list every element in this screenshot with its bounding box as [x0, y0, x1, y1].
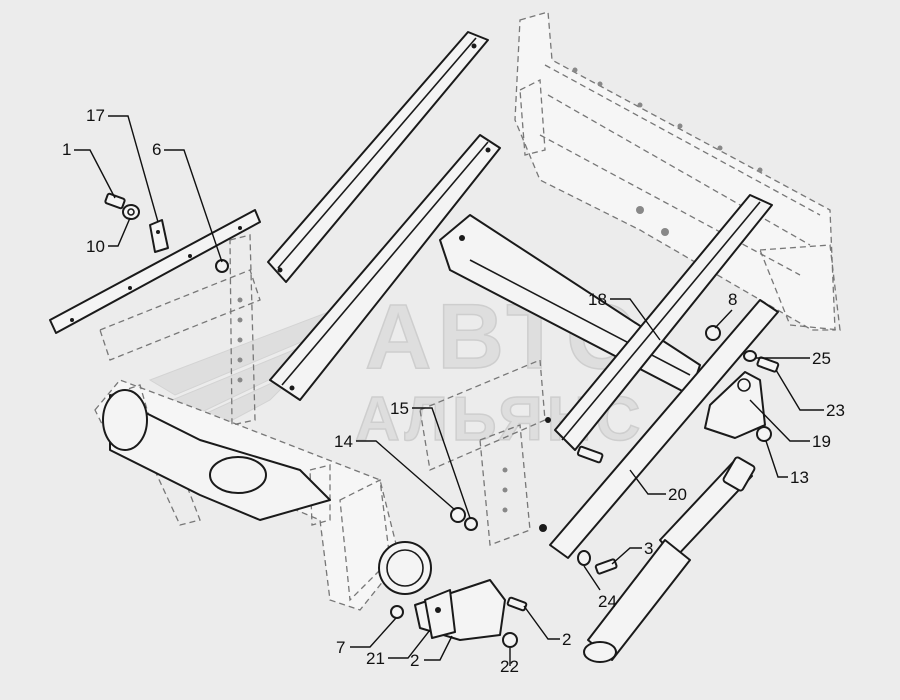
callout-1: 1 — [62, 140, 116, 199]
callout-18: 18 — [588, 290, 661, 341]
ghost-frame-right — [514, 11, 841, 331]
callout-8: 8 — [714, 290, 737, 329]
callout-14: 14 — [334, 432, 456, 511]
angle-rail-lower — [269, 134, 501, 401]
bolt-23 — [743, 350, 780, 373]
callout-label: 14 — [334, 432, 353, 451]
callout-24: 24 — [583, 565, 617, 611]
callout-label: 23 — [826, 401, 845, 420]
cross-tube — [102, 389, 432, 595]
callout-23: 23 — [775, 369, 845, 420]
mounting-strip — [49, 209, 261, 334]
small-bracket — [149, 219, 169, 253]
nut-13 — [756, 426, 772, 442]
callout-13: 13 — [765, 440, 809, 487]
callout-2-right: 2 — [523, 605, 571, 649]
callout-25: 25 — [756, 349, 831, 368]
callout-label: 17 — [86, 106, 105, 125]
bolt-washer-assembly — [104, 192, 140, 220]
callout-7: 7 — [336, 617, 397, 657]
angle-rail-upper — [267, 31, 489, 283]
callout-label: 19 — [812, 432, 831, 451]
nut-8 — [705, 325, 721, 341]
callout-2-bottom: 2 — [410, 635, 453, 670]
callout-19: 19 — [749, 399, 831, 451]
pivot-bracket — [704, 371, 766, 439]
right-rail-pair — [539, 194, 779, 559]
callout-22: 22 — [500, 648, 519, 676]
callout-label: 21 — [366, 649, 385, 668]
callout-label: 7 — [336, 638, 345, 657]
callout-label: 2 — [410, 651, 419, 670]
callout-21: 21 — [366, 629, 431, 668]
callout-label: 10 — [86, 237, 105, 256]
callout-label: 22 — [500, 657, 519, 676]
hydraulic-cylinder — [583, 456, 756, 663]
callout-3: 3 — [611, 539, 653, 565]
callout-label: 15 — [390, 399, 409, 418]
callout-15: 15 — [390, 399, 471, 519]
callout-label: 6 — [152, 140, 161, 159]
callout-label: 18 — [588, 290, 607, 309]
callout-label: 13 — [790, 468, 809, 487]
callout-17: 17 — [86, 106, 159, 223]
callout-label: 2 — [562, 630, 571, 649]
callout-label: 3 — [644, 539, 653, 558]
callout-label: 8 — [728, 290, 737, 309]
callout-10: 10 — [86, 217, 131, 256]
callout-20: 20 — [629, 469, 687, 504]
center-bolt — [576, 445, 604, 464]
callout-label: 25 — [812, 349, 831, 368]
nut-pair — [450, 507, 478, 531]
lower-bracket-plate — [390, 579, 528, 648]
callout-label: 1 — [62, 140, 71, 159]
callout-label: 24 — [598, 592, 617, 611]
bolt-3 — [577, 550, 618, 575]
callout-6: 6 — [152, 140, 223, 263]
callout-label: 20 — [668, 485, 687, 504]
